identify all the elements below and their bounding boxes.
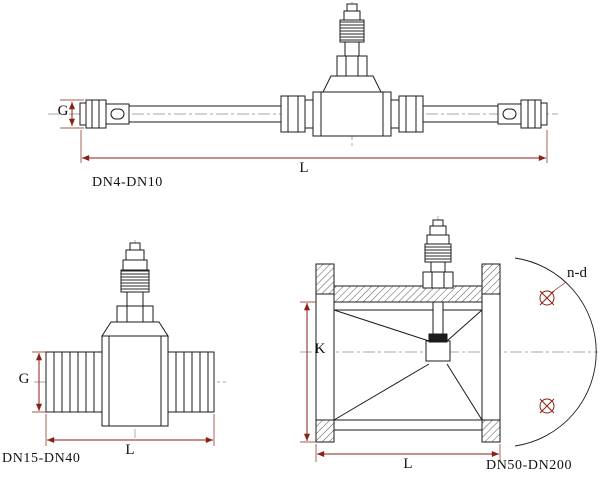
meter-body [45,335,215,427]
flange-face-arc [514,257,597,447]
view-caption-dn50-dn200: DN50-DN200 [486,458,573,473]
body-cross-section [333,309,483,431]
sensor-transmitter-icon [422,219,454,343]
dimension-l-bottom-right [315,444,501,462]
dimension-l-top [80,130,548,163]
bolt-hole-icon [539,398,555,414]
dimension-g-top [60,99,84,129]
view-dn15-dn40 [32,240,226,446]
sensor-transmitter-icon [322,3,382,93]
dimension-k [300,301,316,443]
dim-label-l-top: L [299,160,309,176]
left-end-fitting [79,99,130,129]
view-dn50-dn200 [300,216,598,462]
view-dn4-dn10 [48,2,558,163]
dim-label-l-bottom-left: L [125,442,135,458]
n-d-leader-line [550,281,567,294]
dimension-g-bottom-left [32,351,46,413]
right-end-fitting [497,99,548,129]
right-flange [481,263,501,443]
pipe-sections [129,105,498,123]
view-caption-dn15-dn40: DN15-DN40 [2,451,81,466]
left-flange [315,263,335,443]
dim-label-k: K [314,341,326,357]
sensor-transmitter-icon [101,242,169,337]
bolt-hole-label-n-d: n-d [567,265,587,281]
dimension-l-bottom-left [45,414,215,446]
dim-label-g-bottom-left: G [18,371,30,387]
view-caption-dn4-dn10: DN4-DN10 [92,175,163,190]
meter-body [280,91,424,137]
mounting-plate [333,285,483,303]
dim-label-l-bottom-right: L [403,456,413,472]
dim-label-g-top: G [57,103,69,119]
bolt-hole-icon [539,290,555,306]
